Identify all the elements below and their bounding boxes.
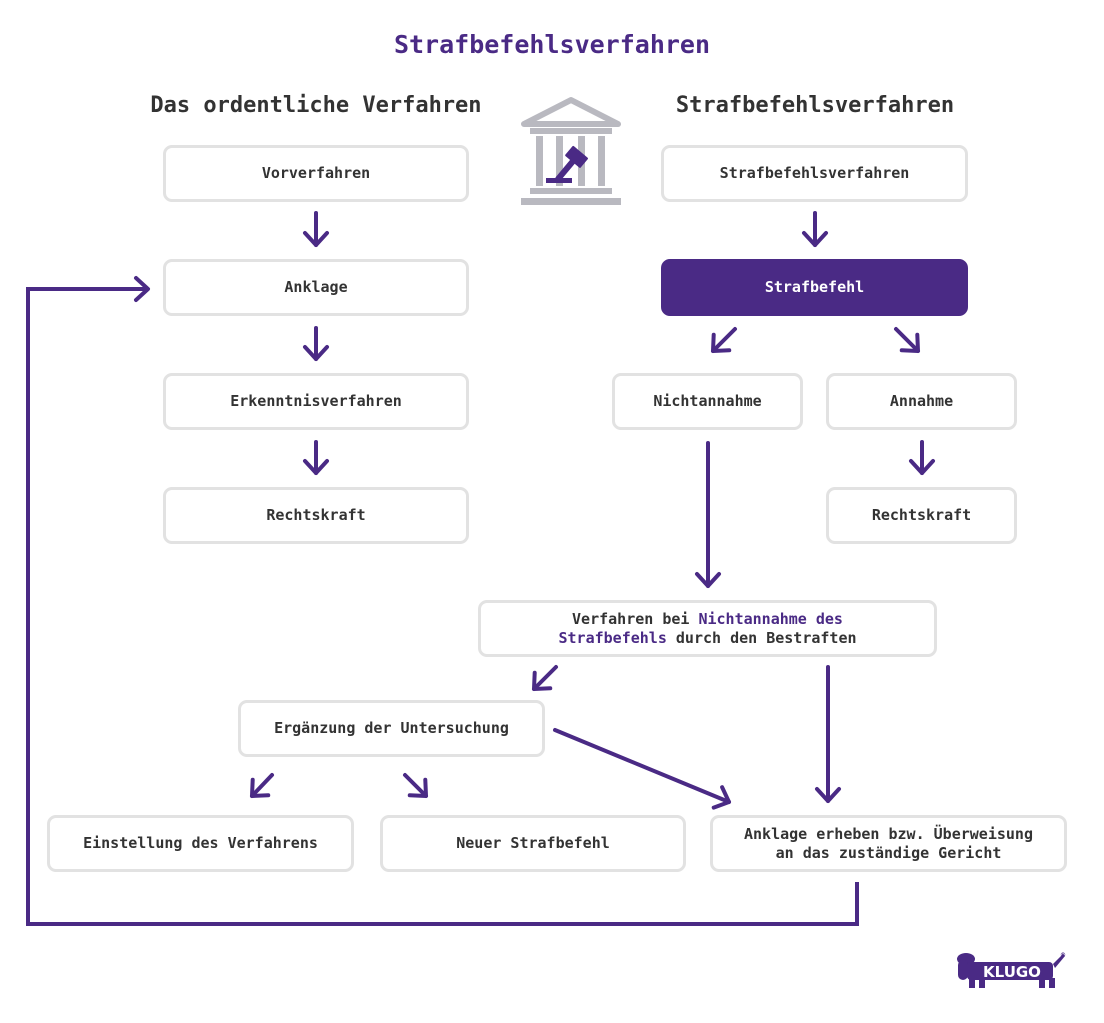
box-annahme-label: Annahme xyxy=(889,392,954,410)
verfahren-text-part1: Verfahren bei xyxy=(572,609,699,628)
box-verfahren-nichtannahme-text: Verfahren bei Nichtannahme des Strafbefe… xyxy=(541,610,874,648)
arrow-verfahren-ergaenzung xyxy=(532,665,558,691)
right-column-heading: Strafbefehlsverfahren xyxy=(675,93,955,118)
box-verfahren-nichtannahme: Verfahren bei Nichtannahme des Strafbefe… xyxy=(478,600,937,657)
arrow-ergaenzung-neuer-strafbefehl xyxy=(403,773,428,798)
box-nichtannahme-label: Nichtannahme xyxy=(653,392,762,410)
box-einstellung-label: Einstellung des Verfahrens xyxy=(83,834,318,852)
box-strafbefehlsverfahren-label: Strafbefehlsverfahren xyxy=(719,164,910,182)
box-annahme: Annahme xyxy=(826,373,1017,430)
logo-registered: ® xyxy=(1060,952,1066,959)
box-erkenntnisverfahren-label: Erkenntnisverfahren xyxy=(230,392,402,410)
box-rechtskraft-left-label: Rechtskraft xyxy=(266,506,366,524)
box-rechtskraft-left: Rechtskraft xyxy=(163,487,469,544)
arrow-ergaenzung-anklage-erheben xyxy=(553,728,731,804)
arrow-loop-to-anklage xyxy=(26,287,859,926)
box-einstellung: Einstellung des Verfahrens xyxy=(47,815,354,872)
arrow-strafbefehl-nichtannahme xyxy=(711,327,737,353)
diagram-title: Strafbefehlsverfahren xyxy=(393,30,711,59)
box-ergaenzung-label: Ergänzung der Untersuchung xyxy=(274,719,509,737)
box-strafbefehlsverfahren: Strafbefehlsverfahren xyxy=(661,145,968,202)
box-anklage-erheben: Anklage erheben bzw. Überweisung an das … xyxy=(710,815,1067,872)
box-anklage-erheben-label: Anklage erheben bzw. Überweisung an das … xyxy=(744,824,1033,862)
arrow-ergaenzung-einstellung xyxy=(250,773,274,798)
verfahren-text-part2: durch den Bestraften xyxy=(666,628,857,647)
klugo-dog-logo: KLUGO ® xyxy=(957,952,1066,988)
box-rechtskraft-right: Rechtskraft xyxy=(826,487,1017,544)
box-anklage: Anklage xyxy=(163,259,469,316)
arrow-strafbefehl-annahme xyxy=(894,327,920,353)
left-column-heading: Das ordentliche Verfahren xyxy=(150,93,482,118)
box-vorverfahren: Vorverfahren xyxy=(163,145,469,202)
logo-text: KLUGO xyxy=(983,963,1041,981)
box-nichtannahme: Nichtannahme xyxy=(612,373,803,430)
box-strafbefehl: Strafbefehl xyxy=(661,259,968,316)
box-strafbefehl-label: Strafbefehl xyxy=(764,278,865,296)
verfahren-text-highlight: Nichtannahme des Strafbefehls xyxy=(558,609,843,647)
box-vorverfahren-label: Vorverfahren xyxy=(261,164,371,182)
box-ergaenzung: Ergänzung der Untersuchung xyxy=(238,700,545,757)
box-neuer-strafbefehl: Neuer Strafbefehl xyxy=(380,815,686,872)
box-rechtskraft-right-label: Rechtskraft xyxy=(871,506,972,524)
box-erkenntnisverfahren: Erkenntnisverfahren xyxy=(163,373,469,430)
courthouse-gavel-icon xyxy=(521,97,621,205)
box-anklage-label: Anklage xyxy=(284,278,348,296)
box-neuer-strafbefehl-label: Neuer Strafbefehl xyxy=(456,834,610,852)
